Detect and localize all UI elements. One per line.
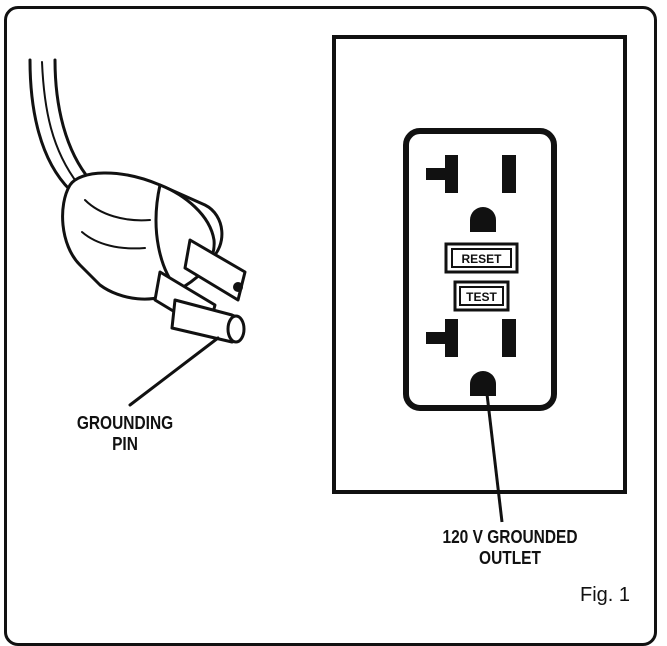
cord-edge (53, 58, 92, 182)
outlet-label-line-1: 120 V GROUNDED (442, 527, 578, 547)
plug-grip-line-2 (81, 231, 146, 250)
outlet-leader-line (485, 393, 504, 523)
grounding-pin-label: GROUNDING PIN (52, 413, 198, 455)
plug-blade-top (183, 238, 247, 302)
outlet-illustration: RESET TEST (332, 35, 627, 523)
grounding-pin-label-line-1: GROUNDING (76, 413, 174, 433)
grounding-leader-line (128, 336, 220, 407)
lower-hot-slot (502, 319, 516, 357)
upper-ground-slot (470, 207, 496, 232)
outlet-label: 120 V GROUNDED OUTLET (411, 527, 609, 569)
diagram-art: RESET TEST (28, 35, 627, 523)
figure-label: Fig. 1 (580, 584, 631, 606)
test-button (459, 286, 504, 306)
reset-button-label: RESET (461, 252, 502, 266)
outlet-label-line-2: OUTLET (479, 548, 541, 568)
cord (28, 58, 72, 192)
upper-neutral-slot (445, 155, 458, 193)
upper-neutral-slot-horizontal (426, 168, 446, 180)
plug-grip-line (84, 199, 151, 222)
blade-hole-top (233, 282, 243, 292)
cord-inner (41, 61, 79, 185)
grounding-pin-label-line-2: PIN (112, 434, 138, 454)
lower-ground-slot (470, 371, 496, 396)
test-button-label: TEST (466, 290, 497, 304)
plug-illustration (28, 58, 247, 407)
reset-button (451, 248, 512, 268)
lower-neutral-slot-horizontal (426, 332, 446, 344)
upper-hot-slot (502, 155, 516, 193)
grounding-pin-tip (226, 314, 246, 344)
lower-neutral-slot (445, 319, 458, 357)
